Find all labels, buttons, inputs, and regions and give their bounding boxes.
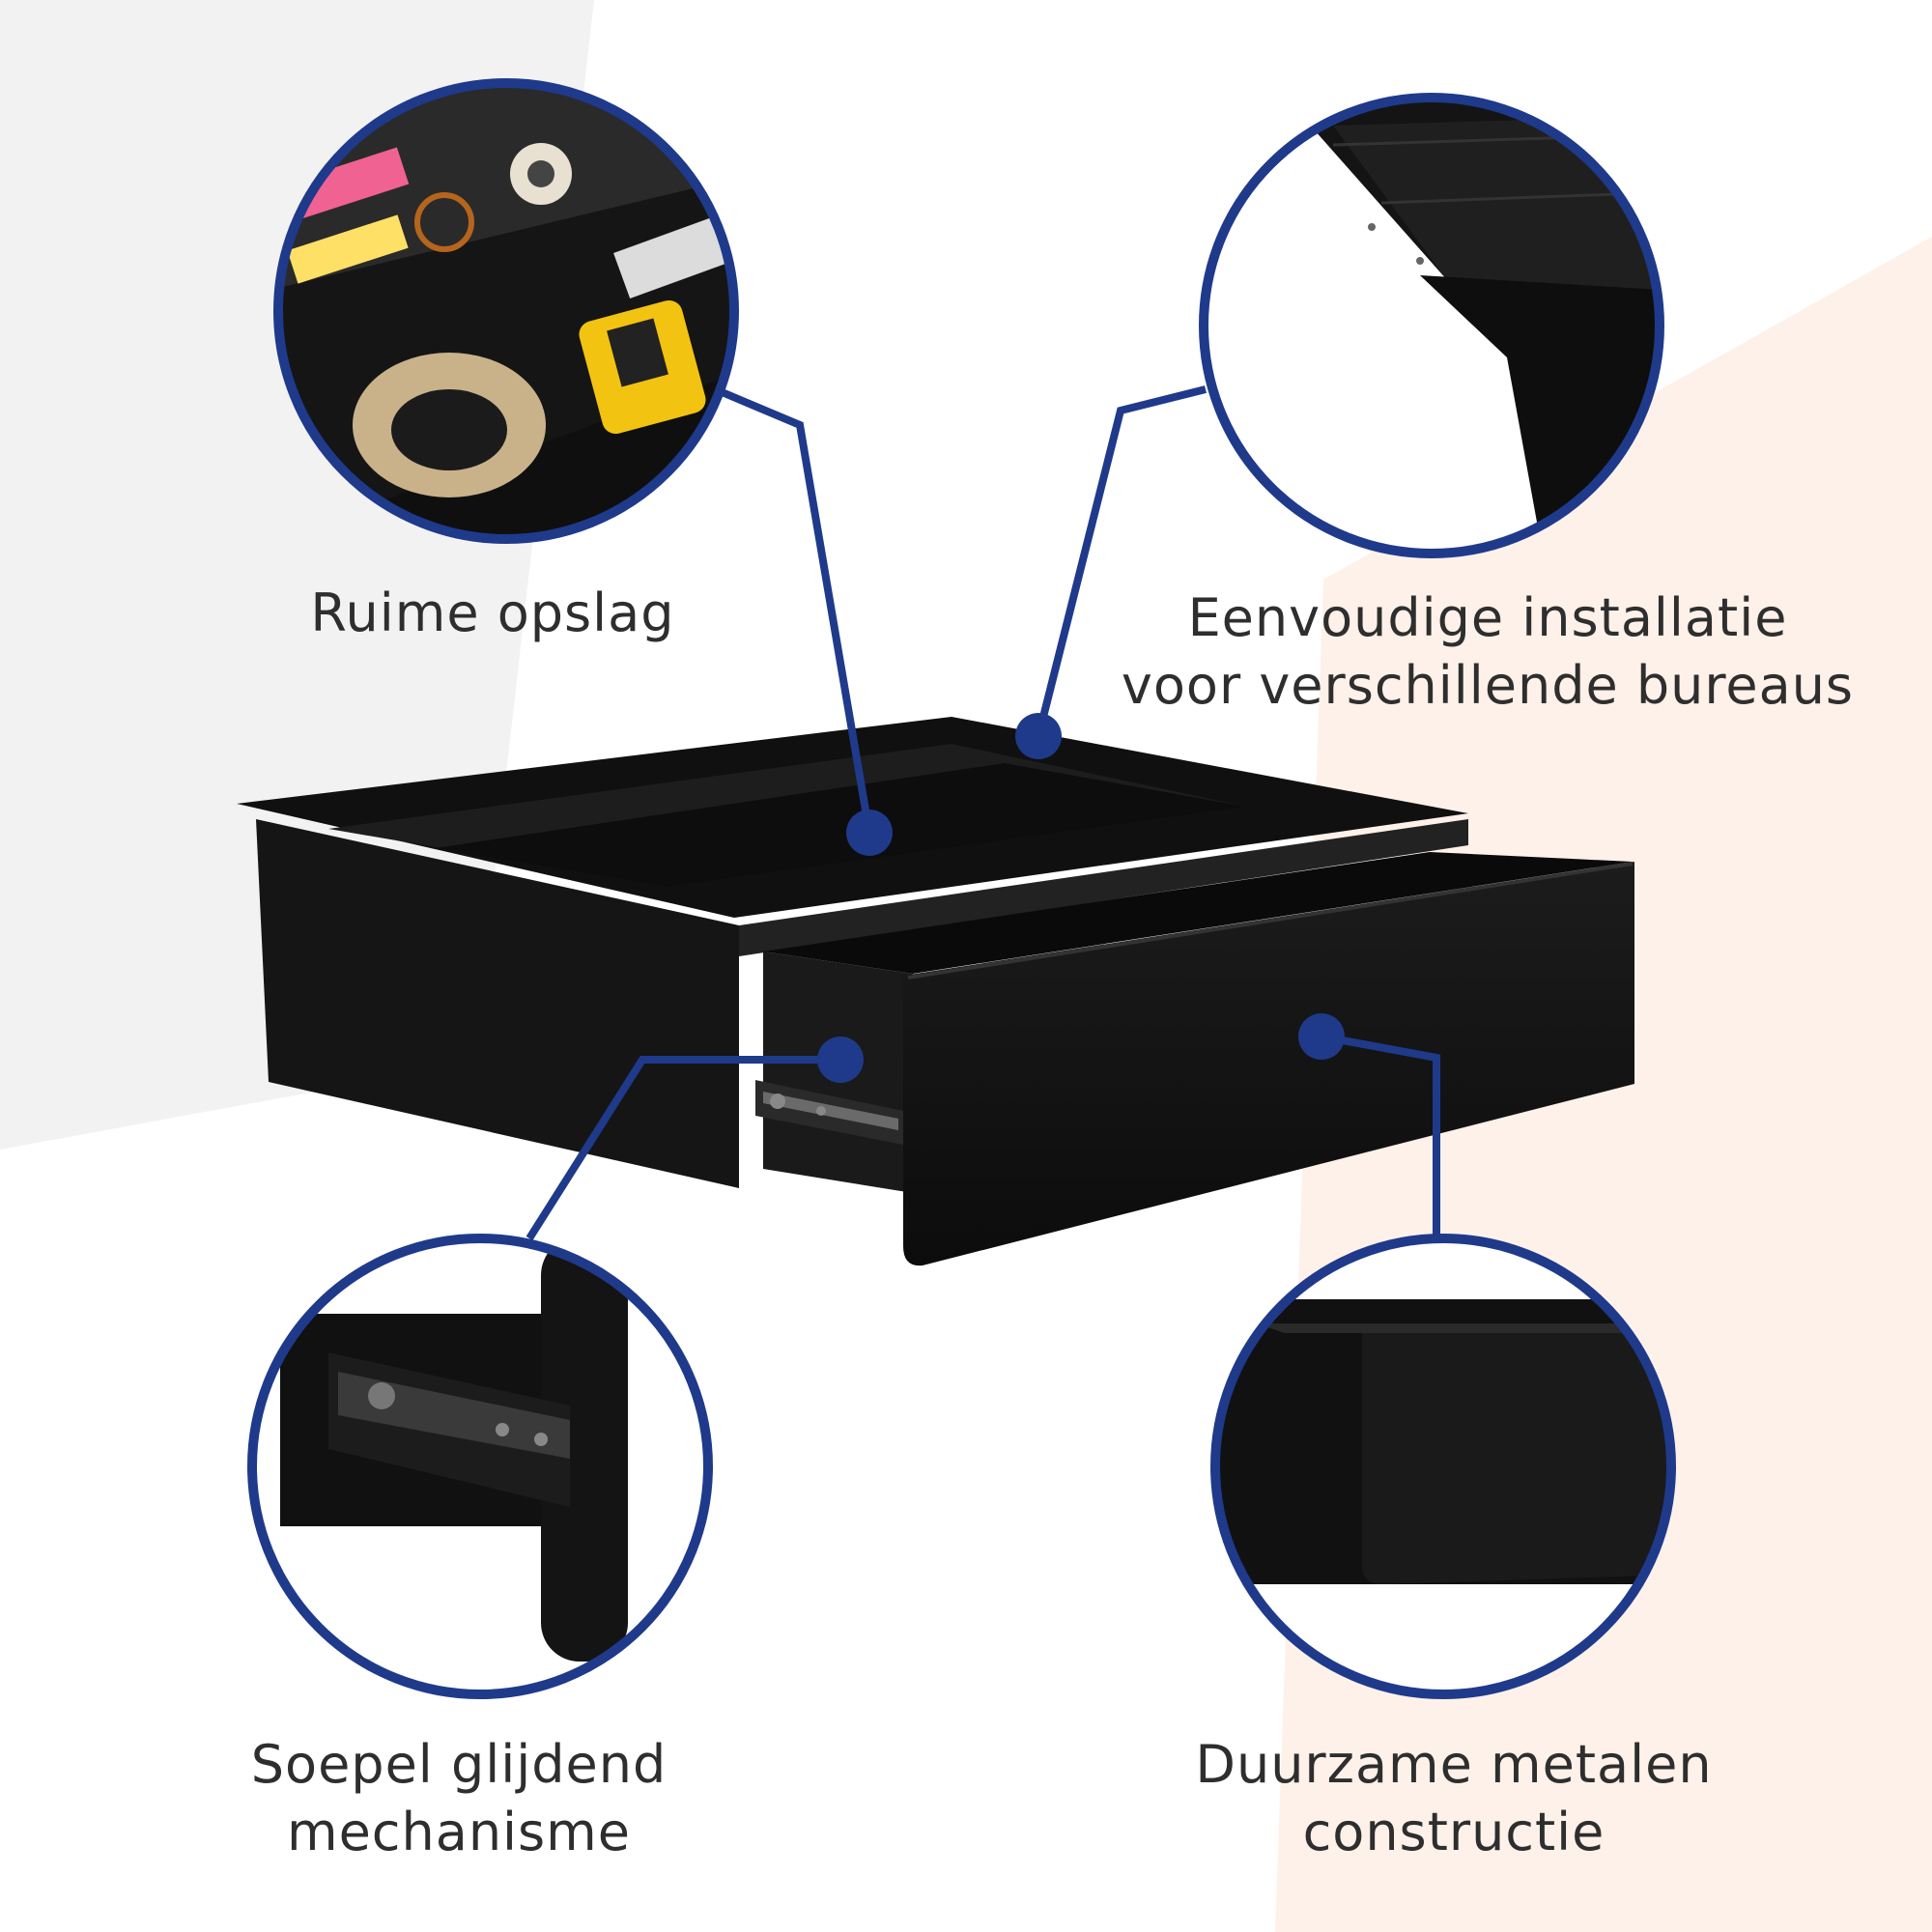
label-storage: Ruime opslag [310,582,675,643]
drawer-product-image [237,717,1634,1266]
durable-detail-circle [1210,1234,1676,1699]
connector-dots [817,713,1345,1083]
installation-detail-circle [1199,93,1664,558]
label-durable: Duurzame metalen constructie [1195,1734,1713,1862]
sliding-detail-circle [247,1234,713,1699]
label-sliding: Soepel glijdend mechanisme [250,1734,668,1862]
dot-sliding [817,1037,864,1083]
dot-installation [1015,713,1062,759]
storage-detail-circle [273,78,739,544]
label-installation: Eenvoudige installatie voor verschillend… [1121,587,1855,716]
dot-durable [1298,1013,1345,1060]
dot-storage [846,810,893,856]
connector-lines [526,385,1440,1241]
